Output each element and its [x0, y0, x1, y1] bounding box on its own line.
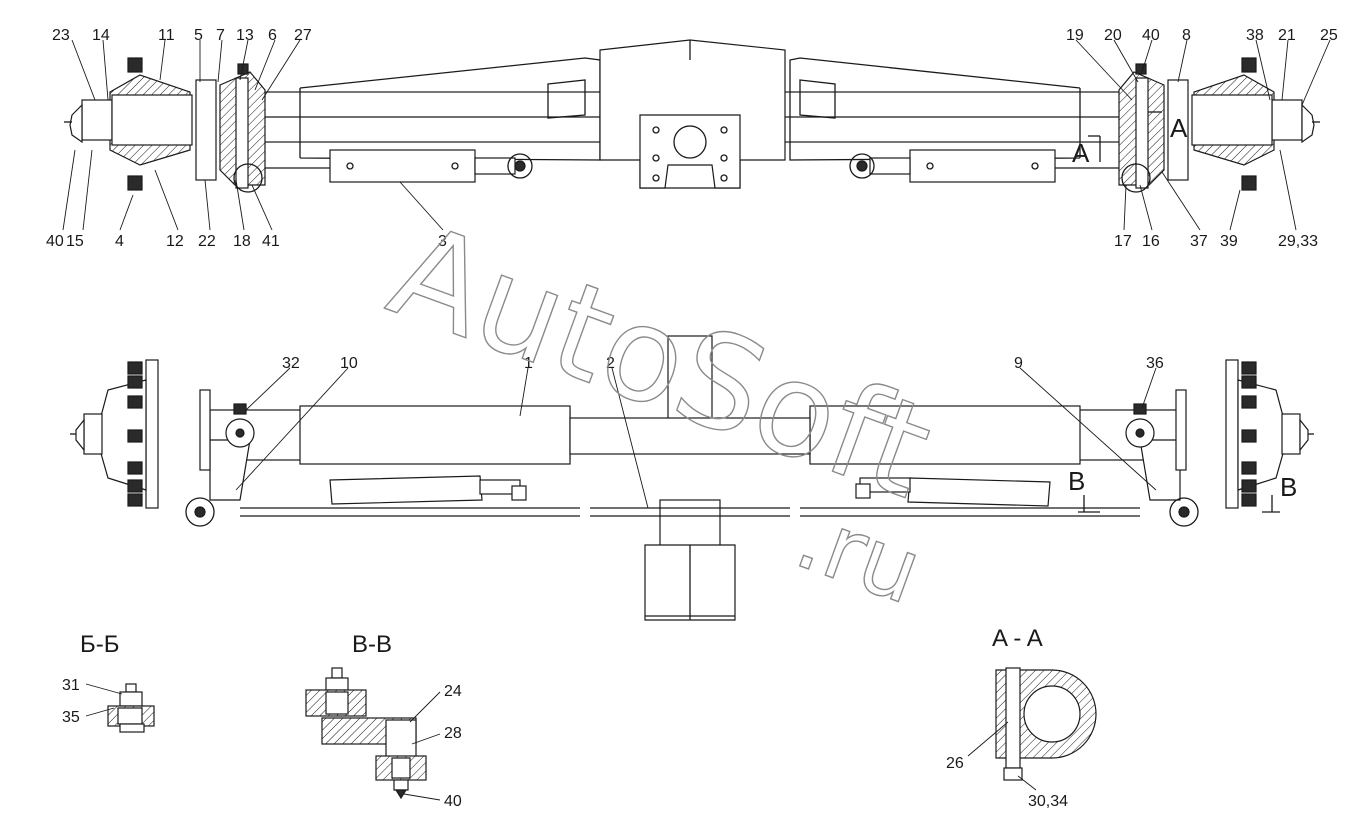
cut-label-a-left: A — [1072, 138, 1090, 168]
cut-label-b-right: B — [1280, 472, 1297, 502]
callout-23: 23 — [52, 27, 70, 44]
callout-8: 8 — [1182, 27, 1191, 44]
hydraulic-cylinder-left — [329, 149, 476, 183]
callout-29-33: 29,33 — [1278, 233, 1318, 250]
section-aa-title: A - A — [992, 625, 1043, 652]
callout-38: 38 — [1246, 27, 1264, 44]
callout-24: 24 — [444, 683, 462, 700]
callout-18: 18 — [233, 233, 251, 250]
section-bb: Б-Б 31 35 — [62, 631, 155, 733]
front-left-hub — [70, 359, 159, 509]
callout-2: 2 — [606, 355, 615, 372]
left-hub — [64, 57, 266, 193]
callout-39: 39 — [1220, 233, 1238, 250]
callout-14: 14 — [92, 27, 110, 44]
callout-12: 12 — [166, 233, 184, 250]
callout-32: 32 — [282, 355, 300, 372]
callout-13: 13 — [236, 27, 254, 44]
callout-16: 16 — [1142, 233, 1160, 250]
callout-27: 27 — [294, 27, 312, 44]
hydraulic-cylinder-right — [909, 149, 1056, 183]
section-vv-title: В-В — [352, 631, 392, 658]
callout-11: 11 — [158, 27, 175, 44]
callout-19: 19 — [1066, 27, 1084, 44]
callout-7: 7 — [216, 27, 225, 44]
callout-28: 28 — [444, 725, 462, 742]
callout-40-section: 40 — [444, 793, 462, 810]
callout-10: 10 — [340, 355, 358, 372]
callout-4: 4 — [115, 233, 124, 250]
callout-25: 25 — [1320, 27, 1338, 44]
callout-22: 22 — [198, 233, 216, 250]
callout-1: 1 — [524, 355, 533, 372]
callout-37: 37 — [1190, 233, 1208, 250]
callout-31: 31 — [62, 677, 80, 694]
cut-label-a-right: A — [1170, 113, 1188, 143]
cut-label-b-left: B — [1068, 466, 1085, 496]
section-aa: A - A 26 30,34 — [946, 625, 1097, 810]
callout-35: 35 — [62, 709, 80, 726]
callout-20: 20 — [1104, 27, 1122, 44]
right-hub — [1118, 57, 1320, 193]
callout-9: 9 — [1014, 355, 1023, 372]
callout-26: 26 — [946, 755, 964, 772]
callout-30-34: 30,34 — [1028, 793, 1068, 810]
callout-36: 36 — [1146, 355, 1164, 372]
callout-40-left: 40 — [46, 233, 64, 250]
front-right-hub — [1225, 359, 1314, 509]
callout-15: 15 — [66, 233, 84, 250]
section-vv: В-В 24 28 40 — [305, 631, 462, 810]
section-bb-title: Б-Б — [80, 631, 120, 658]
callout-6: 6 — [268, 27, 277, 44]
callout-41: 41 — [262, 233, 280, 250]
front-view: B B 32 10 1 2 9 36 — [70, 335, 1314, 621]
callout-40-right: 40 — [1142, 27, 1160, 44]
front-cylinder-left — [329, 475, 483, 505]
watermark-text-suffix: .ru — [783, 484, 934, 625]
callout-5: 5 — [194, 27, 203, 44]
callout-17: 17 — [1114, 233, 1132, 250]
top-view: A A 23 14 11 5 7 — [46, 27, 1338, 250]
center-hitch — [599, 39, 786, 189]
callout-3: 3 — [438, 233, 447, 250]
front-cylinder-right — [907, 477, 1051, 507]
callout-21: 21 — [1278, 27, 1296, 44]
